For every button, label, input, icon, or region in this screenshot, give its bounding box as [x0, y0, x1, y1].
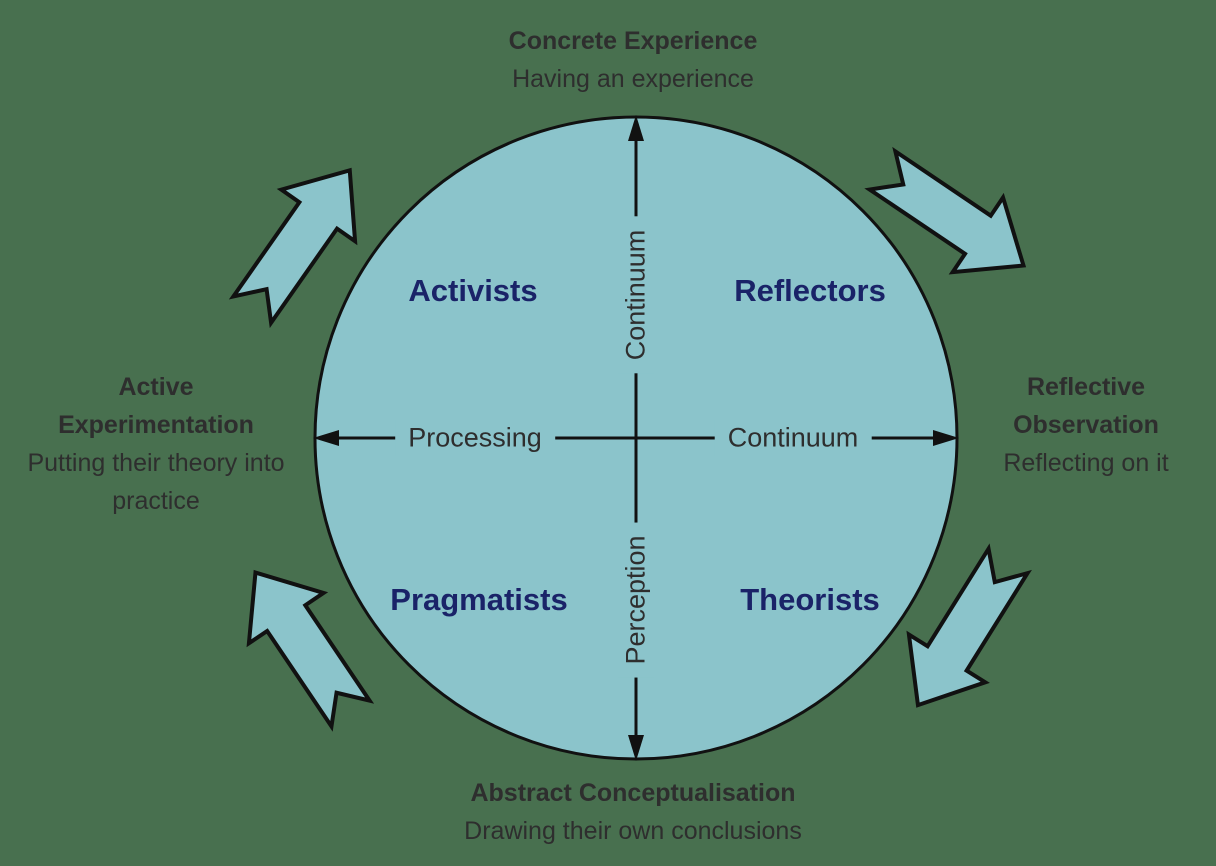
- stage-subtitle-reflecting-on-it: Reflecting on it: [1003, 449, 1169, 477]
- axis-arrowhead-up-icon: [628, 115, 644, 141]
- axis-label-perception: Perception: [617, 522, 655, 678]
- cycle-arrow-top-right-icon: [864, 146, 1027, 275]
- stage-label-right: Reflective Observation Reflecting on it: [981, 368, 1191, 482]
- axis-label-continuum-vertical: Continuum: [617, 216, 655, 374]
- stage-label-bottom: Abstract Conceptualisation Drawing their…: [464, 774, 802, 850]
- cycle-arrow-bottom-left-icon: [246, 569, 375, 732]
- quadrant-label-reflectors: Reflectors: [734, 273, 886, 308]
- stage-label-left: Active Experimentation Putting their the…: [24, 368, 288, 520]
- stage-title-active-experimentation: Active Experimentation: [58, 373, 254, 439]
- stage-subtitle-putting-theory-into-practice: Putting their theory into practice: [27, 449, 285, 515]
- quadrant-label-pragmatists: Pragmatists: [390, 582, 568, 617]
- axis-arrowhead-down-icon: [628, 735, 644, 761]
- stage-title-abstract-conceptualisation: Abstract Conceptualisation: [470, 779, 796, 807]
- cycle-arrow-bottom-right-icon: [906, 543, 1032, 708]
- quadrant-label-activists: Activists: [408, 273, 538, 308]
- stage-label-top: Concrete Experience Having an experience: [509, 22, 758, 98]
- quadrant-label-theorists: Theorists: [740, 582, 880, 617]
- axis-label-processing: Processing: [395, 419, 555, 457]
- axis-label-continuum-horizontal: Continuum: [714, 419, 872, 457]
- axis-arrowhead-left-icon: [313, 430, 339, 446]
- cycle-arrow-top-left-icon: [228, 167, 358, 329]
- stage-subtitle-having-an-experience: Having an experience: [512, 65, 754, 93]
- stage-title-concrete-experience: Concrete Experience: [508, 27, 758, 55]
- axis-arrowhead-right-icon: [933, 430, 959, 446]
- stage-title-reflective-observation: Reflective Observation: [1013, 373, 1159, 439]
- stage-subtitle-drawing-conclusions: Drawing their own conclusions: [464, 817, 802, 845]
